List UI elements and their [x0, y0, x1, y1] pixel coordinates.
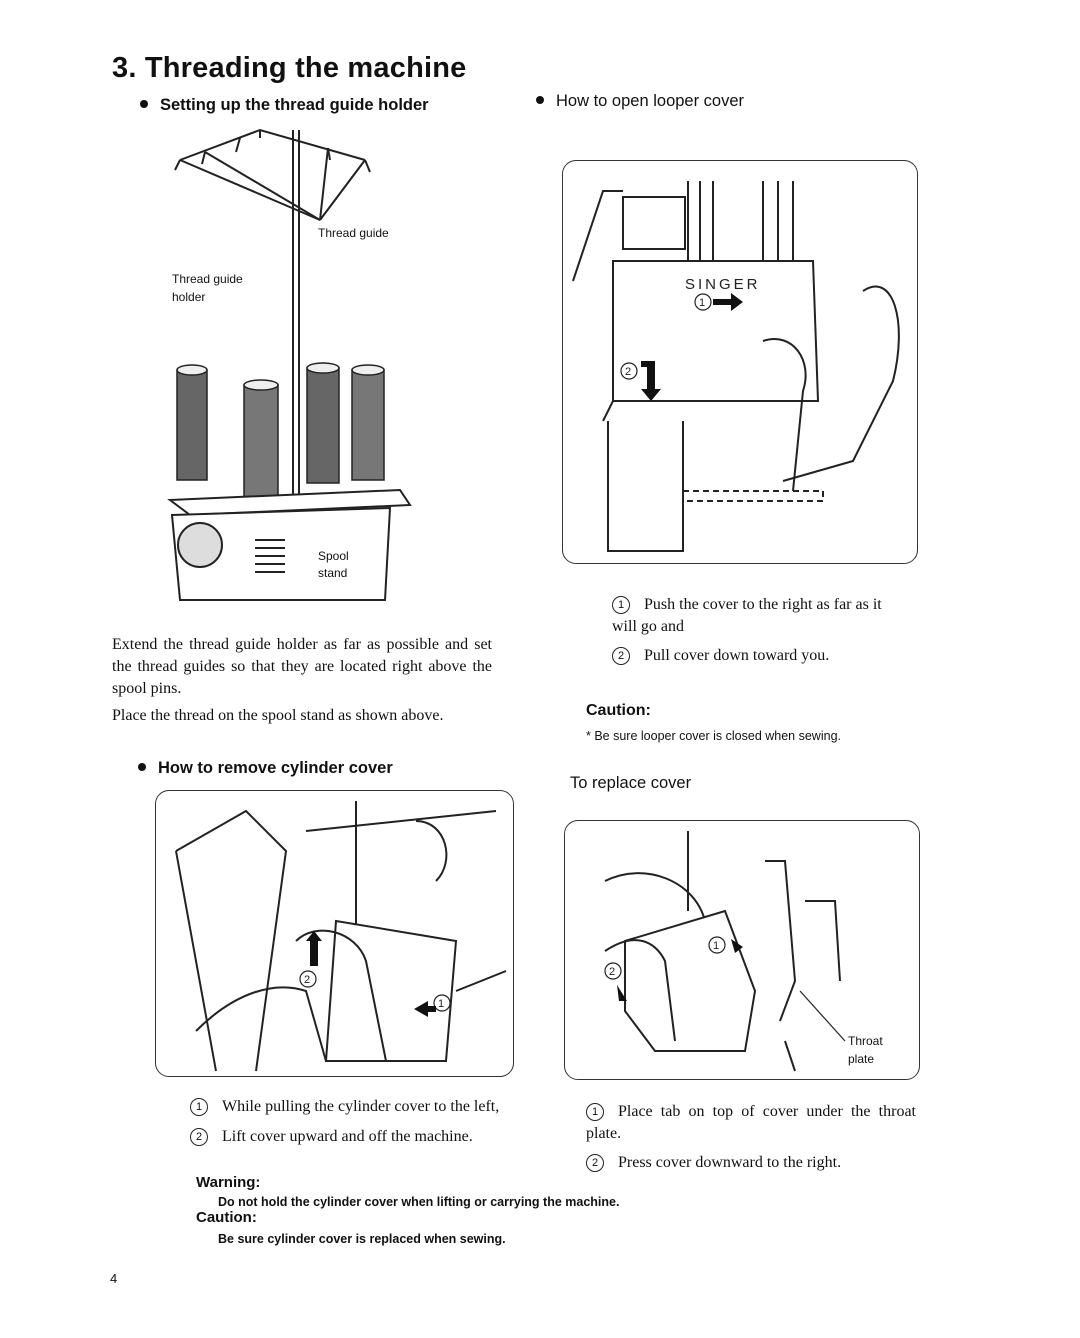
arrow-right-icon: [713, 293, 743, 311]
label-thread-guide: Thread guide: [318, 226, 389, 240]
heading-text: Setting up the thread guide holder: [160, 96, 429, 114]
svg-text:2: 2: [304, 974, 310, 986]
brand-singer: SINGER: [685, 276, 761, 293]
step-number-2: 2: [190, 1128, 208, 1146]
section-heading-thread-guide: Setting up the thread guide holder: [140, 96, 429, 115]
svg-text:1: 1: [438, 998, 444, 1010]
section-heading-cylinder: How to remove cylinder cover: [138, 759, 393, 778]
arrow-tab-icon: [731, 939, 743, 953]
section-heading-looper: How to open looper cover: [536, 92, 744, 111]
svg-text:2: 2: [609, 966, 615, 978]
looper-caution-text: * Be sure looper cover is closed when se…: [586, 729, 841, 743]
label-thread-guide-holder-line1: Thread guide: [172, 272, 243, 286]
step-text: Place tab on top of cover under the thro…: [586, 1103, 916, 1142]
warning-heading: Warning:: [196, 1174, 261, 1191]
cylinder-step-2: 2 Lift cover upward and off the machine.: [190, 1126, 550, 1148]
label-thread-guide-holder-line2: holder: [172, 290, 206, 304]
warning-text: Do not hold the cylinder cover when lift…: [218, 1195, 620, 1209]
label-throat-plate-line1: Throat: [848, 1034, 883, 1048]
looper-cover-illustration-frame: SINGER 1 2: [562, 160, 918, 564]
paragraph-extend: Extend the thread guide holder as far as…: [112, 636, 492, 697]
cylinder-cover-illustration: 2 1: [175, 801, 507, 1072]
svg-text:2: 2: [625, 366, 631, 378]
step-number-1: 1: [612, 596, 630, 614]
arrow-left-icon: [414, 1001, 436, 1017]
heading-text: How to open looper cover: [556, 92, 745, 110]
bullet-icon: [536, 95, 544, 104]
step-text: While pulling the cylinder cover to the …: [222, 1098, 500, 1115]
svg-text:1: 1: [699, 297, 705, 309]
heading-text: How to remove cylinder cover: [158, 759, 393, 777]
label-spool-stand-line2: stand: [318, 566, 348, 580]
step-text: Push the cover to the right as far as it…: [612, 596, 882, 635]
step-number-2: 2: [586, 1154, 604, 1172]
cylinder-step-1: 1 While pulling the cylinder cover to the…: [190, 1096, 550, 1118]
looper-step-2: 2 Pull cover down toward you.: [612, 645, 882, 667]
looper-cover-illustration: SINGER 1 2: [572, 181, 900, 552]
bullet-icon: [138, 762, 146, 771]
cylinder-cover-illustration-frame: 2 1: [155, 790, 514, 1077]
step-number-2: 2: [612, 647, 630, 665]
label-throat-plate-line2: plate: [848, 1052, 875, 1066]
serger-spool-stand-illustration: [167, 128, 412, 601]
svg-text:1: 1: [713, 940, 719, 952]
replace-cover-illustration: 1 2: [604, 831, 846, 1072]
arrow-down-right-icon: [617, 985, 627, 1001]
looper-caution-heading: Caution:: [586, 702, 651, 719]
cylinder-caution-text: Be sure cylinder cover is replaced when …: [218, 1232, 506, 1246]
paragraph-place-thread: Place the thread on the spool stand as s…: [112, 707, 444, 724]
section-heading-replace: To replace cover: [570, 774, 692, 792]
step-text: Pull cover down toward you.: [644, 647, 830, 664]
page-number: 4: [110, 1271, 118, 1286]
arrow-up-icon: [306, 931, 322, 966]
step-text: Press cover downward to the right.: [618, 1154, 842, 1171]
replace-step-2: 2 Press cover downward to the right.: [586, 1152, 916, 1174]
step-text: Lift cover upward and off the machine.: [222, 1128, 473, 1145]
step-number-1: 1: [190, 1098, 208, 1116]
cylinder-caution-heading: Caution:: [196, 1209, 257, 1226]
page-title: 3. Threading the machine: [112, 52, 467, 84]
label-spool-stand-line1: Spool: [318, 549, 349, 563]
step-number-1: 1: [586, 1103, 604, 1121]
replace-cover-illustration-frame: 1 2: [564, 820, 920, 1080]
arrow-down-icon: [641, 361, 661, 401]
bullet-icon: [140, 99, 148, 108]
